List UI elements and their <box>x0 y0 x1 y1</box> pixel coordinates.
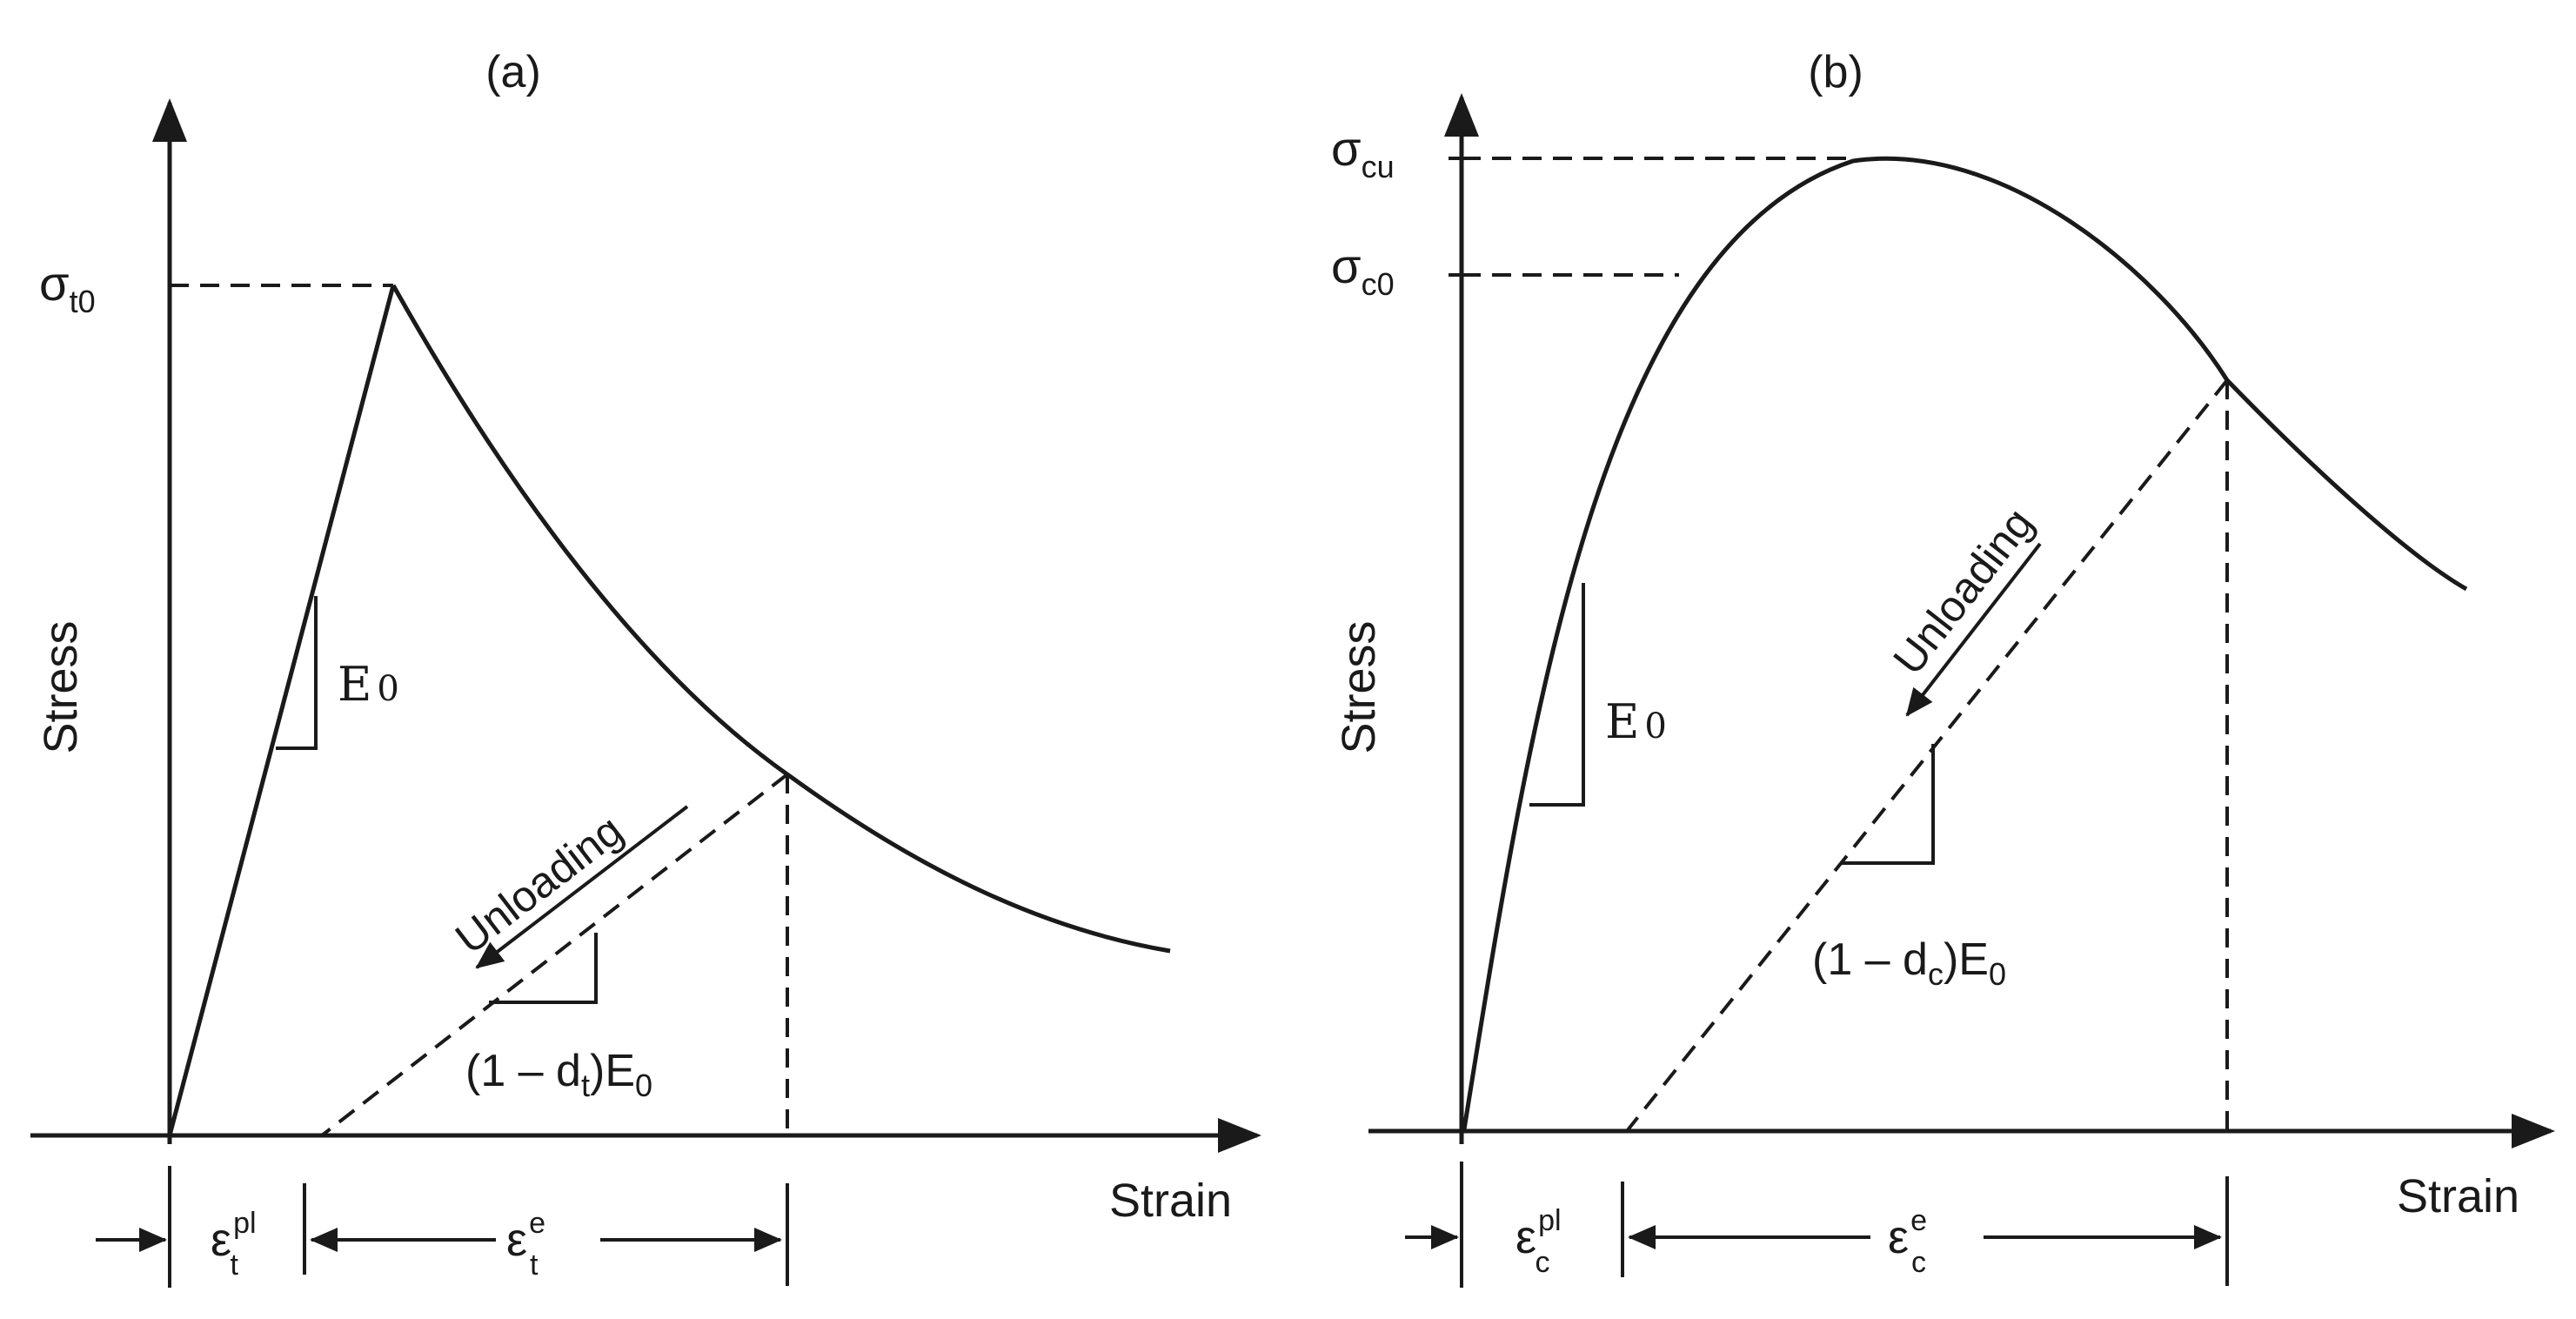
panel-a-peak-stress-label: σt0 <box>39 256 96 319</box>
panel-a-unloading-arrow <box>475 805 689 969</box>
panel-b-ultimate-stress-label: σcu <box>1331 121 1395 184</box>
panel-b-unloading-arrow <box>1905 542 2042 717</box>
panel-b-unloading-dashed-line <box>1625 378 2229 1133</box>
panel-b-compression-curve <box>1462 156 2468 1130</box>
panel-b-label: (b) <box>1808 47 1863 97</box>
panel-b-damaged-modulus-label: (1 – dc)E0 <box>1812 934 2006 992</box>
panel-b-y-axis-label: Stress <box>1333 620 1385 753</box>
panel-a-damage-triangle <box>489 933 598 1004</box>
panel-b-damage-triangle <box>1840 744 1935 865</box>
panel-a-elastic-loading-line <box>167 285 396 1136</box>
panel-a-softening-curve <box>391 284 1171 954</box>
panel-a-damaged-modulus-label: (1 – dt)E0 <box>465 1046 652 1103</box>
panel-b-modulus-triangle <box>1529 583 1585 807</box>
panel-b-unloading-text: Unloading <box>1883 499 2043 684</box>
panel-a-modulus-triangle <box>276 596 318 750</box>
panel-a-unloading-text: Unloading <box>446 806 632 964</box>
panel-a-unloading-dashed-line <box>320 773 789 1137</box>
panel-a-x-axis-label: Strain <box>1109 1175 1232 1227</box>
panel-a-y-axis-label: Stress <box>35 620 87 753</box>
panel-a-label: (a) <box>485 47 541 97</box>
panel-b-x-axis-label: Strain <box>2397 1170 2519 1222</box>
panel-b-yield-stress-label: σc0 <box>1331 238 1395 302</box>
